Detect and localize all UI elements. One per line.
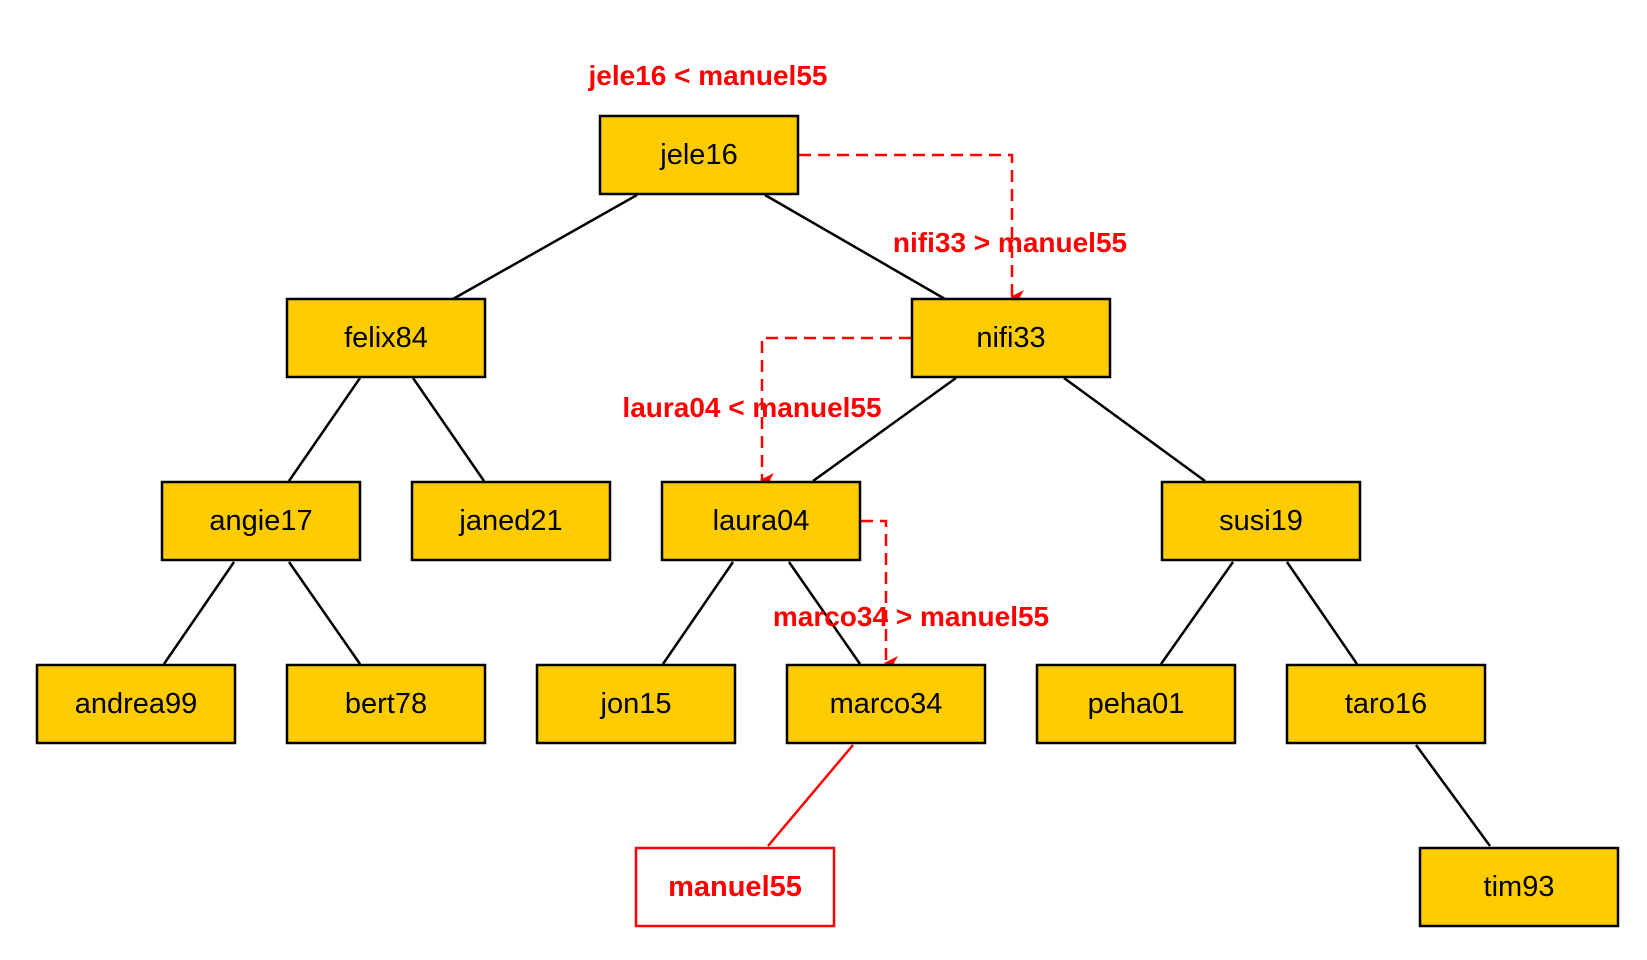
node-marco34: marco34 [785,663,987,745]
node-nifi33: nifi33 [910,297,1112,379]
node-peha01: peha01 [1035,663,1237,745]
node-label: jon15 [600,688,672,720]
edge-susi19-taro16 [1285,561,1359,665]
annotation-laura04: laura04 < manuel55 [622,392,881,423]
tree-edges [162,193,1492,847]
annotation-marco34: marco34 > manuel55 [773,601,1049,632]
edge-taro16-tim93 [1414,744,1492,847]
node-susi19: susi19 [1160,480,1362,562]
node-label: tim93 [1484,871,1555,903]
node-andrea99: andrea99 [35,663,237,745]
node-taro16: taro16 [1285,663,1487,745]
search-path [760,153,1024,670]
node-jon15: jon15 [535,663,737,745]
edge-felix84-angie17 [287,377,362,482]
edge-marco34-manuel55 [767,744,854,847]
node-label: taro16 [1345,688,1427,720]
node-label: angie17 [209,505,312,537]
node-janed21: janed21 [410,480,612,562]
node-jele16: jele16 [598,114,800,196]
node-laura04: laura04 [660,480,862,562]
path-arrow-jele16-to-nifi33 [799,153,1024,304]
tree-nodes: jele16 felix84 nifi33 angie17 janed21 la… [35,114,1620,928]
node-label: peha01 [1088,688,1185,720]
edge-jele16-nifi33 [764,193,946,301]
node-manuel55-new: manuel55 [634,846,836,928]
edge-jele16-felix84 [452,193,638,301]
edge-angie17-bert78 [287,561,362,665]
path-arrow-laura04-to-marco34 [861,519,898,670]
node-label: felix84 [344,322,428,354]
node-label: janed21 [458,505,562,537]
comparison-annotations: jele16 < manuel55 nifi33 > manuel55 laur… [588,60,1128,632]
node-label: susi19 [1219,505,1303,537]
edge-laura04-jon15 [661,561,735,665]
node-felix84: felix84 [285,297,487,379]
edge-felix84-janed21 [411,377,486,482]
new-node-label: manuel55 [668,871,802,903]
node-bert78: bert78 [285,663,487,745]
edge-angie17-andrea99 [162,561,236,665]
path-arrow-nifi33-to-laura04 [760,336,911,487]
edge-laura04-marco34 [787,561,862,665]
node-label: nifi33 [976,322,1045,354]
node-tim93: tim93 [1418,846,1620,928]
node-label: jele16 [659,139,737,171]
node-label: bert78 [345,688,427,720]
node-label: andrea99 [75,688,198,720]
edge-nifi33-susi19 [1063,376,1206,483]
annotation-nifi33: nifi33 > manuel55 [893,227,1127,258]
node-label: laura04 [713,505,810,537]
edge-nifi33-laura04 [812,376,957,483]
edge-susi19-peha01 [1159,561,1235,665]
node-angie17: angie17 [160,480,362,562]
annotation-jele16: jele16 < manuel55 [588,60,828,91]
node-label: marco34 [830,688,943,720]
